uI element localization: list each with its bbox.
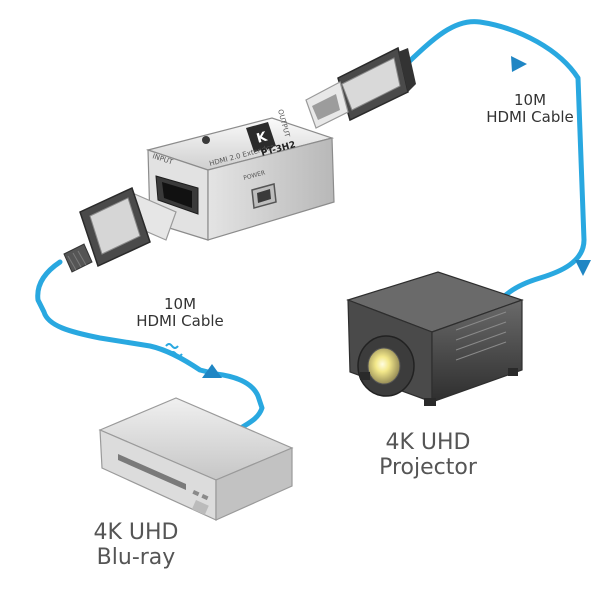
projector-label-line2: Projector bbox=[379, 455, 477, 481]
signal-direction-arrow-bottom bbox=[202, 364, 222, 378]
projector bbox=[346, 271, 524, 406]
hdmi-cable-output bbox=[393, 19, 587, 307]
hdmi-cable-input bbox=[35, 259, 265, 433]
hdmi-connector-output bbox=[305, 46, 416, 129]
bluray-label-line1: 4K UHD bbox=[93, 520, 179, 545]
projector-label-line1: 4K UHD bbox=[385, 430, 471, 455]
bluray-label-line2: Blu-ray bbox=[96, 545, 176, 571]
top-cable-length: 10M bbox=[513, 91, 547, 109]
brand-logo bbox=[246, 122, 276, 152]
bottom-cable-label: 10M HDMI Cable bbox=[120, 295, 240, 331]
bluray-label: 4K UHD Blu-ray bbox=[66, 520, 206, 571]
cable-break-mark bbox=[165, 343, 183, 357]
hdmi-connector-input bbox=[63, 186, 177, 273]
bottom-cable-length: 10M bbox=[163, 295, 197, 313]
projector-lens bbox=[367, 347, 401, 385]
bottom-cable-type: HDMI Cable bbox=[136, 312, 224, 331]
signal-direction-arrow-right bbox=[575, 260, 591, 276]
hdmi-extender: K HDMI 2.0 Extender PT-3H2 OUTPUT INPUT … bbox=[145, 108, 335, 241]
signal-direction-arrow-top bbox=[511, 56, 527, 72]
top-cable-type: HDMI Cable bbox=[486, 108, 574, 127]
top-cable-label: 10M HDMI Cable bbox=[470, 91, 590, 127]
bluray-player bbox=[98, 397, 294, 521]
projector-label: 4K UHD Projector bbox=[358, 430, 498, 481]
